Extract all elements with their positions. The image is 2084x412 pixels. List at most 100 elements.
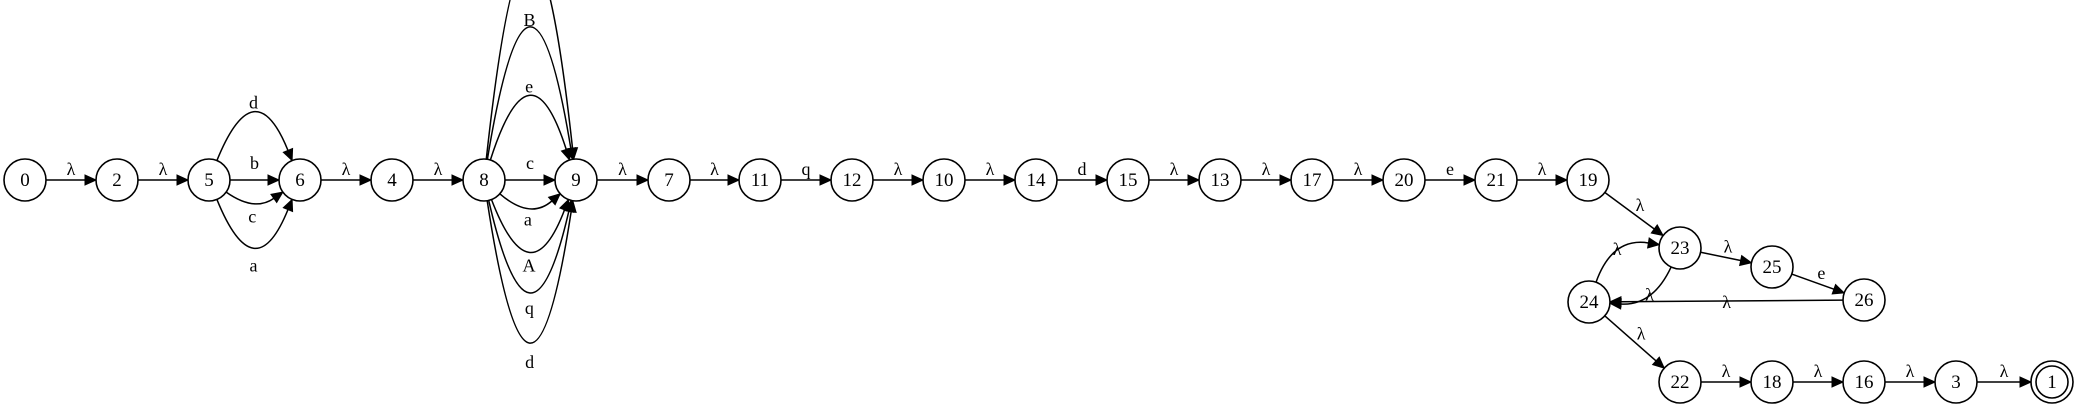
state-label: 26 xyxy=(1855,290,1874,311)
arrow-head xyxy=(84,174,98,186)
state-circle xyxy=(95,158,139,202)
state-label: 1 xyxy=(2047,372,2057,393)
edge-label: λ xyxy=(1170,159,1179,179)
state-7: 7 xyxy=(647,158,691,202)
edge-label: λ xyxy=(67,159,76,179)
arrow-head xyxy=(1923,376,1937,388)
state-circle xyxy=(370,158,414,202)
edge-6-4-lambda: λ xyxy=(321,159,373,186)
arrow-head xyxy=(282,198,294,213)
arrow-head xyxy=(2019,376,2033,388)
edge-label: λ xyxy=(434,159,443,179)
edge-17-20-lambda: λ xyxy=(1333,159,1385,186)
edge-label: d xyxy=(1078,159,1087,179)
state-circle xyxy=(1198,158,1242,202)
edge-label: λ xyxy=(1814,361,1823,381)
edge-curve xyxy=(486,26,572,160)
state-26: 26 xyxy=(1842,278,1886,322)
edge-curve xyxy=(225,191,275,205)
edge-4-8-lambda: λ xyxy=(413,159,465,186)
state-23: 23 xyxy=(1658,226,1702,270)
state-label: 13 xyxy=(1211,170,1230,191)
arrow-head xyxy=(1650,224,1665,237)
edge-16-3-lambda: λ xyxy=(1885,361,1937,388)
edge-label: λ xyxy=(618,159,627,179)
state-16: 16 xyxy=(1842,360,1886,404)
arrow-head xyxy=(565,199,577,214)
arrow-head xyxy=(1187,174,1201,186)
edge-5-6-c: c xyxy=(225,191,284,227)
arrow-head xyxy=(1463,174,1477,186)
arrow-head xyxy=(282,147,294,162)
edge-24-22-lambda: λ xyxy=(1604,315,1666,369)
arrow-head xyxy=(1003,174,1017,186)
state-circle xyxy=(1934,360,1978,404)
edge-label: λ xyxy=(1636,195,1645,215)
edge-11-12-q: q xyxy=(781,159,833,186)
state-11: 11 xyxy=(738,158,782,202)
arrow-head xyxy=(819,174,833,186)
arrow-head xyxy=(543,174,557,186)
edge-label: c xyxy=(248,207,256,227)
edge-19-23-lambda: λ xyxy=(1604,191,1665,237)
accepting-ring xyxy=(2035,365,2069,399)
edge-label: λ xyxy=(342,159,351,179)
edge-line xyxy=(1700,251,1741,262)
state-20: 20 xyxy=(1382,158,1426,202)
arrow-head xyxy=(636,174,650,186)
edge-13-17-lambda: λ xyxy=(1241,159,1293,186)
edge-7-11-lambda: λ xyxy=(690,159,741,186)
state-circle xyxy=(1658,360,1702,404)
arrow-head xyxy=(267,174,281,186)
edge-9-7-lambda: λ xyxy=(597,159,650,186)
state-circle xyxy=(554,158,598,202)
edge-label: A xyxy=(523,255,536,275)
edge-5-6-a: a xyxy=(216,198,294,275)
arrow-head xyxy=(1739,376,1753,388)
arrow-head xyxy=(1651,356,1666,369)
edge-curve xyxy=(487,200,570,294)
arrow-head xyxy=(560,147,572,162)
state-label: 22 xyxy=(1671,372,1690,393)
state-label: 21 xyxy=(1487,170,1506,191)
edge-label: e xyxy=(1446,159,1454,179)
edge-label: λ xyxy=(1613,239,1622,259)
edge-21-19-lambda: λ xyxy=(1517,159,1569,186)
state-1: 1 xyxy=(2030,360,2074,404)
state-label: 19 xyxy=(1579,170,1598,191)
edge-line xyxy=(1620,299,1844,303)
edge-24-23-lambda: λ xyxy=(1595,237,1661,283)
edge-label: λ xyxy=(1906,361,1915,381)
state-circle xyxy=(1014,158,1058,202)
edge-label: e xyxy=(1817,263,1825,283)
state-label: 10 xyxy=(935,170,954,191)
state-9: 9 xyxy=(554,158,598,202)
edge-curve xyxy=(216,199,289,250)
state-18: 18 xyxy=(1750,360,1794,404)
state-circle xyxy=(1842,360,1886,404)
edge-20-21-e: e xyxy=(1425,159,1477,186)
state-label: 11 xyxy=(751,170,769,191)
state-circle xyxy=(187,158,231,202)
state-circle xyxy=(1106,158,1150,202)
edge-line xyxy=(1604,191,1655,230)
arrow-head xyxy=(1739,254,1753,267)
state-label: 23 xyxy=(1671,238,1690,259)
arrow-head xyxy=(270,191,284,204)
state-circle xyxy=(738,158,782,202)
edge-label: λ xyxy=(1722,361,1731,381)
state-label: 14 xyxy=(1027,170,1047,191)
state-label: 16 xyxy=(1855,372,1874,393)
edge-label: λ xyxy=(1722,292,1731,312)
state-22: 22 xyxy=(1658,360,1702,404)
edge-15-13-lambda: λ xyxy=(1149,159,1201,186)
state-circle xyxy=(1750,360,1794,404)
state-circle xyxy=(1842,278,1886,322)
edges-layer: λλdbcaλλbBecaAqdλλqλλdλλλeλλλeλλλλλλλλ xyxy=(46,0,2033,388)
state-circle xyxy=(1290,158,1334,202)
edge-10-14-lambda: λ xyxy=(965,159,1017,186)
edge-label: λ xyxy=(2000,361,2009,381)
edge-label: a xyxy=(524,210,532,230)
edge-curve xyxy=(486,200,572,344)
